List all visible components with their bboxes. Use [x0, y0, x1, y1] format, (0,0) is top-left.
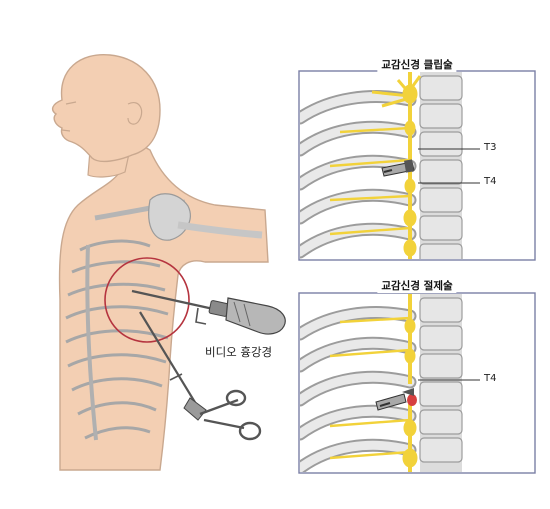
- resection-panel-spine: [419, 294, 463, 472]
- patient-mouth: [61, 129, 71, 132]
- patient-figure: [51, 54, 286, 471]
- surgical-grasper: [139, 311, 262, 441]
- resection-panel-nerve-chain: [329, 294, 418, 472]
- thoracoscope-label: 비디오 흉강경: [205, 345, 273, 359]
- surgical-target-circle: [104, 257, 190, 343]
- resection-panel-label-t4: T4: [484, 373, 497, 384]
- resection-panel-instrument: [375, 388, 414, 411]
- clip-panel-label-t3: T3: [484, 142, 497, 153]
- resection-panel-cut-point: [407, 394, 417, 406]
- patient-ribcage: [65, 239, 169, 441]
- clip-panel-label-t4: T4: [484, 176, 497, 187]
- patient-humerus: [177, 221, 263, 239]
- clip-panel-spine: [419, 72, 463, 259]
- clip-procedure-panel: [298, 70, 536, 261]
- resection-panel-title: 교감신경 절제술: [377, 278, 457, 293]
- clip-panel-clip-applier: [381, 159, 415, 177]
- patient-eye: [65, 101, 77, 105]
- patient-head: [51, 54, 161, 163]
- video-thoracoscope: [131, 289, 286, 335]
- patient-ear: [127, 102, 143, 125]
- clip-panel-title: 교감신경 클립술: [377, 57, 457, 72]
- resection-procedure-panel: [298, 292, 536, 474]
